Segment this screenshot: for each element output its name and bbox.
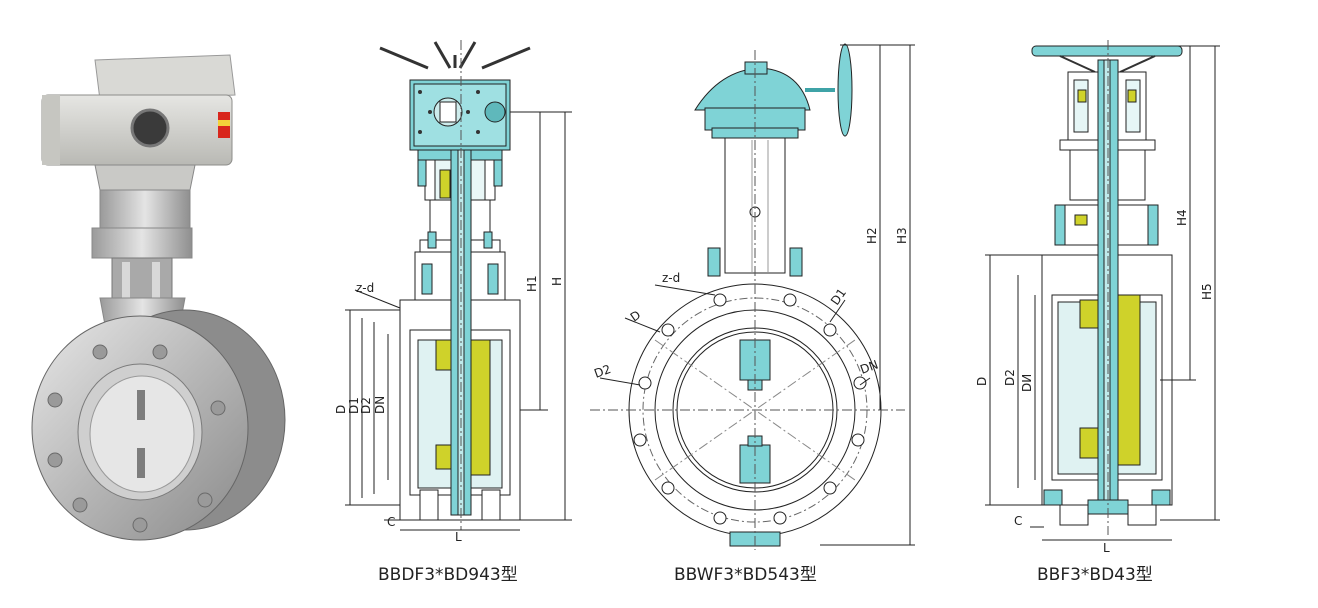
drawing-3-labels: D D2 DИ H4 H5 L C [975, 209, 1214, 555]
drawing-1 [345, 40, 572, 531]
drawing-1-labels: z-d D D1 D2 DN H1 H L C [334, 275, 564, 544]
l-label: L [455, 530, 462, 544]
d2-label: D2 [592, 362, 613, 381]
product-photo [31, 54, 286, 541]
d2-label: D2 [1003, 369, 1017, 386]
model-caption-3: BBF3*BD43型 [1037, 565, 1153, 585]
h3-label: H3 [895, 227, 909, 244]
h5-label: H5 [1200, 283, 1214, 300]
d2-label: D2 [359, 397, 373, 414]
h1-label: H1 [525, 275, 539, 292]
c-label: C [387, 515, 395, 529]
d-label: D [975, 377, 989, 386]
h2-label: H2 [865, 227, 879, 244]
c-label: C [1014, 514, 1022, 528]
h4-label: H4 [1175, 209, 1189, 226]
dn-label: DN [373, 396, 387, 414]
drawing-3 [985, 40, 1220, 541]
d-label: D [628, 308, 644, 325]
model-caption-1: BBDF3*BD943型 [378, 565, 518, 585]
model-caption-2: BBWF3*BD543型 [674, 565, 817, 585]
d1-label: D1 [828, 286, 849, 308]
l-label: L [1103, 541, 1110, 555]
dn-label: DИ [1020, 374, 1034, 392]
h-label: H [550, 277, 564, 286]
zd-label: z-d [356, 281, 374, 295]
dn-label: DN [858, 357, 880, 376]
d1-label: D1 [347, 397, 361, 414]
drawing-2 [590, 43, 915, 550]
d-label: D [334, 405, 348, 414]
zd-label: z-d [662, 271, 680, 285]
